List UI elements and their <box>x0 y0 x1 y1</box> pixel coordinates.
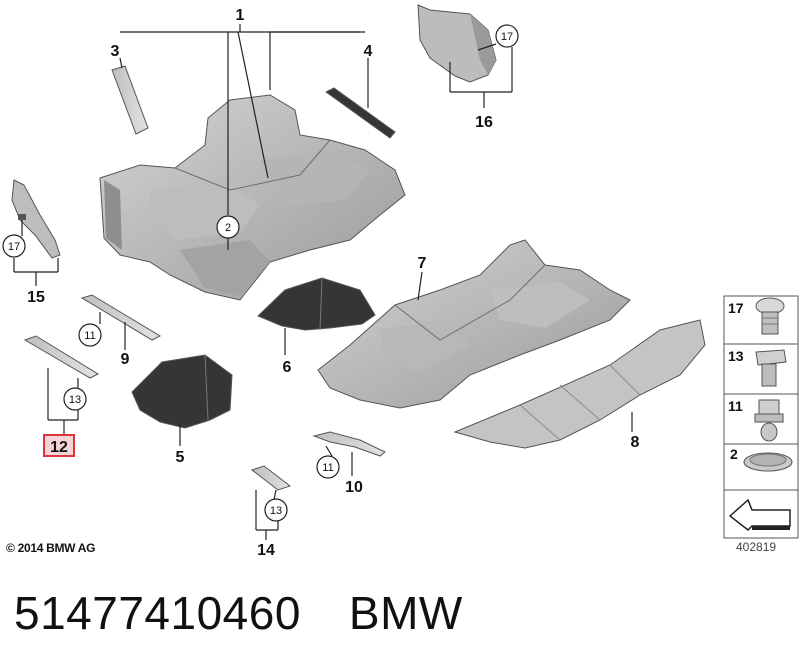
callout-numbers: 1 3 4 16 15 9 6 5 7 8 10 14 <box>27 7 639 559</box>
circled-callout-11-left: 11 <box>78 323 102 347</box>
leader-lines <box>13 24 633 540</box>
legend-label-13: 13 <box>728 348 744 364</box>
callout-14: 14 <box>257 542 275 559</box>
clip-11-icon <box>754 399 784 442</box>
trim-strip-part-3 <box>111 65 149 135</box>
svg-text:17: 17 <box>8 241 20 253</box>
fastener-legend: 17 13 11 2 <box>723 295 799 539</box>
svg-text:17: 17 <box>501 31 513 43</box>
image-number: 402819 <box>736 540 777 554</box>
legend-label-11: 11 <box>728 398 743 414</box>
circled-callout-13-bottom: 13 <box>264 498 288 522</box>
circled-callout-17-top: 17 <box>495 24 519 48</box>
legend-label-2: 2 <box>730 446 738 462</box>
svg-text:13: 13 <box>270 505 282 517</box>
svg-text:11: 11 <box>322 462 333 474</box>
circled-callouts: 2 17 17 11 13 11 13 <box>2 24 519 522</box>
part-number: 51477410460 <box>14 587 301 639</box>
callout-12: 12 <box>50 439 68 456</box>
highlight-box <box>43 434 75 457</box>
callout-7: 7 <box>418 255 427 272</box>
callout-9: 9 <box>121 351 130 368</box>
svg-text:11: 11 <box>84 330 95 342</box>
svg-text:13: 13 <box>69 394 81 406</box>
floor-panel-part-8 <box>453 319 706 449</box>
trim-piece-part-14 <box>250 465 292 491</box>
circled-callout-13-left: 13 <box>63 387 87 411</box>
callout-8: 8 <box>631 434 640 451</box>
floor-mat-part-6 <box>257 277 376 331</box>
rear-carpet-part-7 <box>317 239 631 409</box>
callout-15: 15 <box>27 289 45 306</box>
callout-1: 1 <box>236 7 245 24</box>
brand-name: BMW <box>348 587 463 639</box>
curved-trim-part-10 <box>312 431 386 457</box>
callout-16: 16 <box>475 114 493 131</box>
floor-mat-part-5 <box>131 354 233 429</box>
callout-10: 10 <box>345 479 363 496</box>
callout-3: 3 <box>111 43 120 60</box>
circled-callout-2: 2 <box>216 215 240 239</box>
callout-6: 6 <box>283 359 292 376</box>
trim-panel-part-16 <box>417 4 497 83</box>
sill-strip-part-9 <box>80 294 162 341</box>
side-trim-part-15 <box>11 179 61 259</box>
svg-text:2: 2 <box>225 222 231 234</box>
callout-5: 5 <box>176 449 185 466</box>
legend-label-17: 17 <box>728 300 744 316</box>
sill-strip-part-12 <box>23 335 100 379</box>
callout-12-highlighted[interactable]: 12 <box>43 434 75 457</box>
fold-arrow-icon <box>728 498 791 531</box>
clip-13-icon <box>755 349 787 387</box>
circled-callout-11-bottom: 11 <box>316 455 340 479</box>
copyright-text: © 2014 BMW AG <box>6 541 96 555</box>
cap-2-icon <box>743 452 793 472</box>
circled-callout-17-left: 17 <box>2 234 26 258</box>
footer-caption: 51477410460 BMW <box>14 586 511 640</box>
dark-strip-part-4 <box>325 87 396 139</box>
clip-17-icon <box>755 297 785 335</box>
callout-4: 4 <box>364 43 373 60</box>
